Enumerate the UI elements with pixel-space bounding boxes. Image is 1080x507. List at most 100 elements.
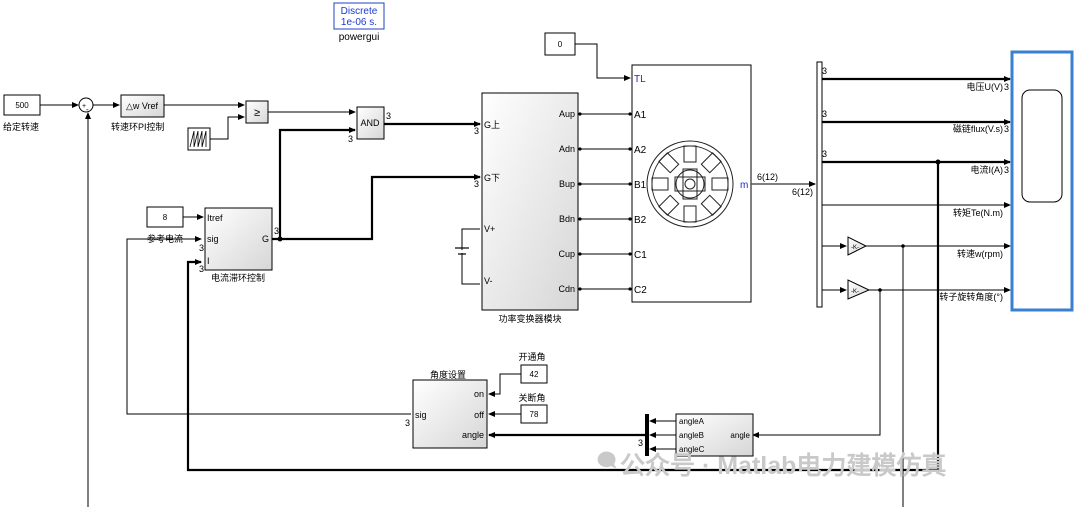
motor-port-b1: B1	[634, 180, 647, 191]
converter-port-g-lower: G下	[484, 173, 500, 183]
sum-plus-sign: +	[82, 103, 86, 110]
speed-reference-caption: 给定转速	[3, 121, 39, 132]
angle-setting-subsystem[interactable]: 角度设置 on off sig angle 3	[405, 369, 488, 449]
converter-motor-connections	[578, 112, 632, 291]
hysteresis-g-dim: 3	[274, 226, 279, 236]
angle-gain-label: -K-	[851, 289, 859, 295]
hysteresis-port-i: I	[207, 256, 210, 266]
power-converter-subsystem[interactable]: G上 G下 V+ V- Aup Adn Bup Bdn Cup Cdn 功率变换…	[474, 92, 579, 324]
angle-calc-port-c: angleC	[679, 445, 705, 454]
motor-bus-label: 6(12)	[757, 172, 778, 182]
and-gate-label: AND	[360, 118, 380, 128]
turn-on-angle-constant[interactable]: 开通角 42	[518, 351, 548, 384]
wire-saw-to-relational	[210, 114, 245, 140]
label-current-dim: 3	[1004, 165, 1009, 175]
angle-gain-block[interactable]: -K-	[847, 279, 871, 300]
powergui-block[interactable]: Discrete 1e-06 s. powergui	[333, 2, 385, 43]
turn-on-angle-label: 开通角	[518, 351, 545, 362]
turn-off-angle-value: 78	[530, 410, 539, 419]
angle-calc-port-a: angleA	[679, 417, 705, 426]
label-rotor-angle: 转子旋转角度(°)	[939, 291, 1003, 302]
label-voltage: 电压U(V)	[967, 81, 1004, 92]
angle-mux-block[interactable]	[645, 414, 649, 456]
motor-port-a2: A2	[634, 145, 647, 156]
current-reference-constant[interactable]: 8 参考电流	[146, 206, 184, 244]
hysteresis-current-controller[interactable]: Itref sig I G 电流滞环控制 3 3 3	[199, 207, 279, 283]
speed-gain-block[interactable]: -K-	[847, 236, 868, 256]
converter-port-bdn: Bdn	[559, 214, 575, 224]
dc-source-wire	[461, 228, 480, 285]
scope-block[interactable]	[1010, 50, 1074, 312]
converter-port-cdn: Cdn	[558, 284, 575, 294]
angle-setting-port-sig: sig	[415, 410, 427, 420]
motor-cross-section-icon	[646, 140, 734, 228]
scope-screen-icon	[1021, 89, 1063, 203]
wire-sig-to-hysteresis	[126, 236, 411, 415]
speed-reference-constant[interactable]: 500 给定转速	[3, 94, 41, 132]
sum-block[interactable]: + -	[78, 97, 94, 114]
powergui-line2: 1e-06 s.	[341, 17, 377, 28]
angle-setting-port-on: on	[474, 389, 484, 399]
label-speed: 转速w(rpm)	[957, 248, 1003, 259]
label-torque: 转矩Te(N.m)	[953, 207, 1003, 218]
motor-port-m: m	[740, 180, 748, 191]
powergui-line1: Discrete	[341, 6, 378, 17]
relational-operator-block[interactable]: ≥	[245, 100, 269, 124]
converter-port-g-upper: G上	[484, 120, 500, 130]
speed-pi-controller[interactable]: △w Vref 转速环PI控制	[111, 94, 165, 132]
and-gate-in-dim: 3	[348, 134, 353, 144]
and-gate-block[interactable]: AND 3 3	[348, 106, 391, 144]
converter-port-v-minus: V-	[484, 276, 493, 286]
motor-port-b2: B2	[634, 215, 647, 226]
motor-port-a1: A1	[634, 110, 647, 121]
load-torque-value: 0	[558, 40, 563, 49]
motor-port-tl: TL	[634, 74, 646, 85]
sawtooth-icon	[189, 130, 207, 148]
wire-tl-to-motor	[575, 43, 631, 81]
hysteresis-port-itref: Itref	[207, 213, 223, 223]
converter-port-aup: Aup	[559, 109, 575, 119]
signal2-dim: 3	[822, 109, 827, 119]
converter-port-cup: Cup	[558, 249, 575, 259]
dc-voltage-source[interactable]	[455, 228, 480, 285]
angle-calc-port-b: angleB	[679, 431, 704, 440]
hysteresis-sig-dim: 3	[199, 243, 204, 253]
turn-off-angle-constant[interactable]: 关断角 78	[518, 392, 548, 424]
bus-selector-demux[interactable]	[816, 61, 823, 308]
speed-gain-label: -K-	[851, 245, 859, 251]
battery-gap	[459, 250, 465, 253]
angle-calc-subsystem[interactable]: angleA angleB angleC angle	[675, 413, 754, 457]
wechat-logo-icon	[597, 451, 617, 469]
watermark: 公众号 · Matlab电力建模仿真	[597, 451, 946, 480]
speed-reference-value: 500	[15, 101, 29, 110]
repeating-sequence-block[interactable]	[187, 127, 211, 151]
demux-bus-label: 6(12)	[792, 187, 813, 197]
angle-calc-port-out: angle	[730, 431, 750, 440]
load-torque-constant[interactable]: 0	[544, 32, 576, 56]
hysteresis-port-sig: sig	[207, 234, 219, 244]
label-flux-dim: 3	[1004, 124, 1009, 134]
motor-port-c2: C2	[634, 285, 647, 296]
hysteresis-port-g: G	[262, 234, 269, 244]
label-flux: 磁链flux(V.s)	[953, 123, 1003, 134]
converter-port-bup: Bup	[559, 179, 575, 189]
converter-caption: 功率变换器模块	[498, 313, 561, 324]
motor-port-c1: C1	[634, 250, 647, 261]
converter-port-v-plus: V+	[484, 224, 495, 234]
watermark-text: 公众号 · Matlab电力建模仿真	[620, 451, 946, 480]
srm-motor-block[interactable]: TL A1 A2 B1 B2 C1 C2 m	[631, 64, 752, 303]
wire-current-feedback	[186, 162, 940, 472]
angle-setting-dim: 3	[405, 418, 410, 428]
angle-setting-port-off: off	[474, 410, 484, 420]
and-gate-out-dim: 3	[386, 111, 391, 121]
turn-off-angle-label: 关断角	[518, 392, 545, 403]
turn-on-angle-value: 42	[530, 370, 539, 379]
angle-setting-port-angle: angle	[462, 430, 484, 440]
hysteresis-i-dim: 3	[199, 264, 204, 274]
angle-mux-dim: 3	[638, 438, 643, 448]
label-voltage-dim: 3	[1004, 82, 1009, 92]
pi-controller-caption: 转速环PI控制	[111, 121, 165, 132]
wire-g-to-converter-lower	[272, 174, 481, 241]
signal3-dim: 3	[822, 149, 827, 159]
